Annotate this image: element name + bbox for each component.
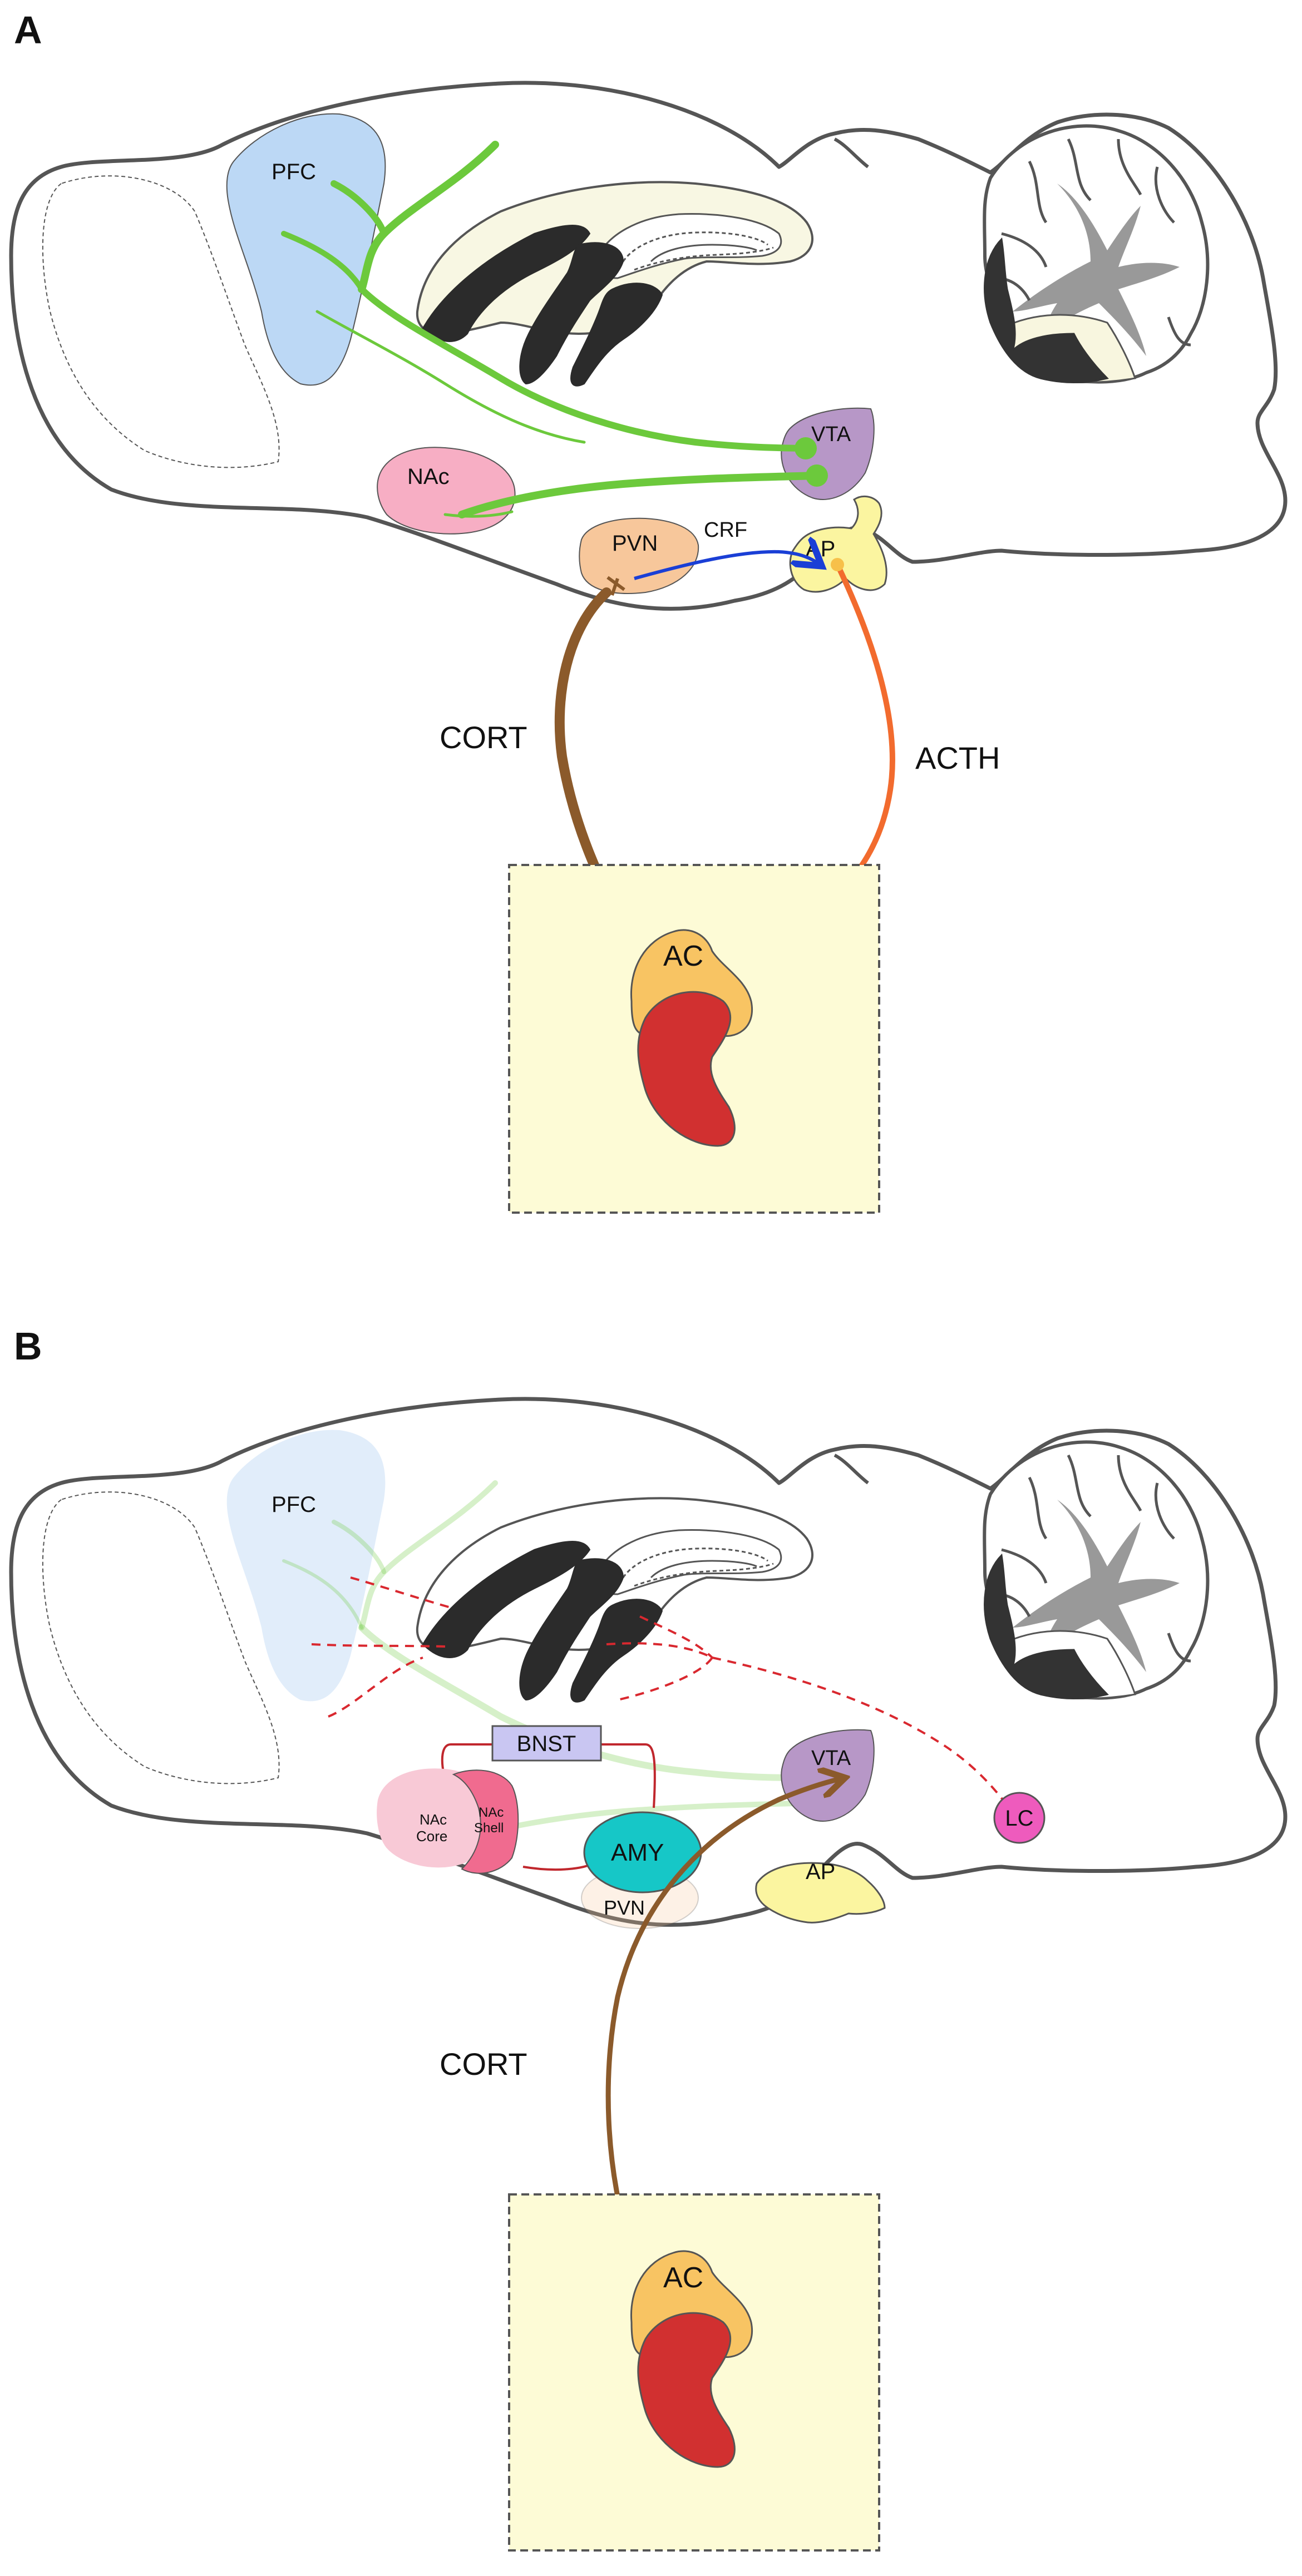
nac-shell-label-1: NAc — [479, 1805, 504, 1820]
lc-region — [993, 1792, 1045, 1844]
cort-to-vta-arrow — [605, 1779, 840, 2261]
brain-outline — [9, 1397, 1288, 1927]
bnst-box — [491, 1725, 602, 1762]
pfc-region — [226, 113, 386, 386]
ap-label: AP — [806, 1860, 835, 1884]
panel-b: B PFC — [9, 1324, 1288, 2552]
pfc-label: PFC — [272, 1492, 316, 1517]
nac-core-label-1: NAc — [420, 1811, 447, 1828]
olfactory-bulb-dashed — [42, 1491, 280, 1784]
vta-label: VTA — [811, 1747, 851, 1770]
lc-label: LC — [1005, 1806, 1033, 1831]
cerebellum — [983, 124, 1210, 384]
panel-a: A PFC NAc VTA — [9, 8, 1288, 1214]
hippocampus — [416, 1497, 813, 1703]
bnst-label: BNST — [517, 1732, 576, 1756]
pvn-label: PVN — [604, 1896, 645, 1919]
panel-b-letter: B — [14, 1324, 42, 1368]
ac-label: AC — [663, 940, 703, 972]
amy-label: AMY — [611, 1839, 664, 1866]
cort-terminal — [606, 576, 625, 596]
cerebellum-boundary — [834, 1453, 869, 1485]
hippocampus — [416, 181, 813, 387]
adrenal-medulla — [637, 991, 736, 1147]
acth-origin — [831, 558, 844, 571]
noradrenergic-projections — [311, 1576, 1014, 1814]
olfactory-bulb-dashed — [42, 175, 280, 468]
nac-core-label-2: Core — [416, 1828, 447, 1845]
ap-region — [755, 1862, 886, 1924]
dopamine-pathways — [281, 141, 828, 518]
nac-label: NAc — [407, 464, 450, 489]
crf-label: CRF — [704, 518, 747, 542]
pfc-region — [226, 1430, 386, 1702]
panel-a-letter: A — [14, 8, 42, 52]
cort-label: CORT — [440, 2046, 527, 2081]
pvn-region — [579, 517, 699, 594]
nac-shell-region — [452, 1769, 519, 1874]
ac-label: AC — [663, 2262, 703, 2294]
pvn-label: PVN — [612, 531, 658, 556]
crf-arrow — [634, 552, 819, 580]
vta-label: VTA — [811, 423, 851, 446]
cerebellum-boundary — [834, 137, 869, 169]
adrenal-medulla — [637, 2312, 736, 2468]
nac-shell-label-2: Shell — [474, 1821, 504, 1836]
cerebellum — [983, 1440, 1210, 1700]
acth-label: ACTH — [915, 740, 1000, 775]
cort-label: CORT — [440, 720, 527, 755]
pfc-label: PFC — [272, 160, 316, 184]
